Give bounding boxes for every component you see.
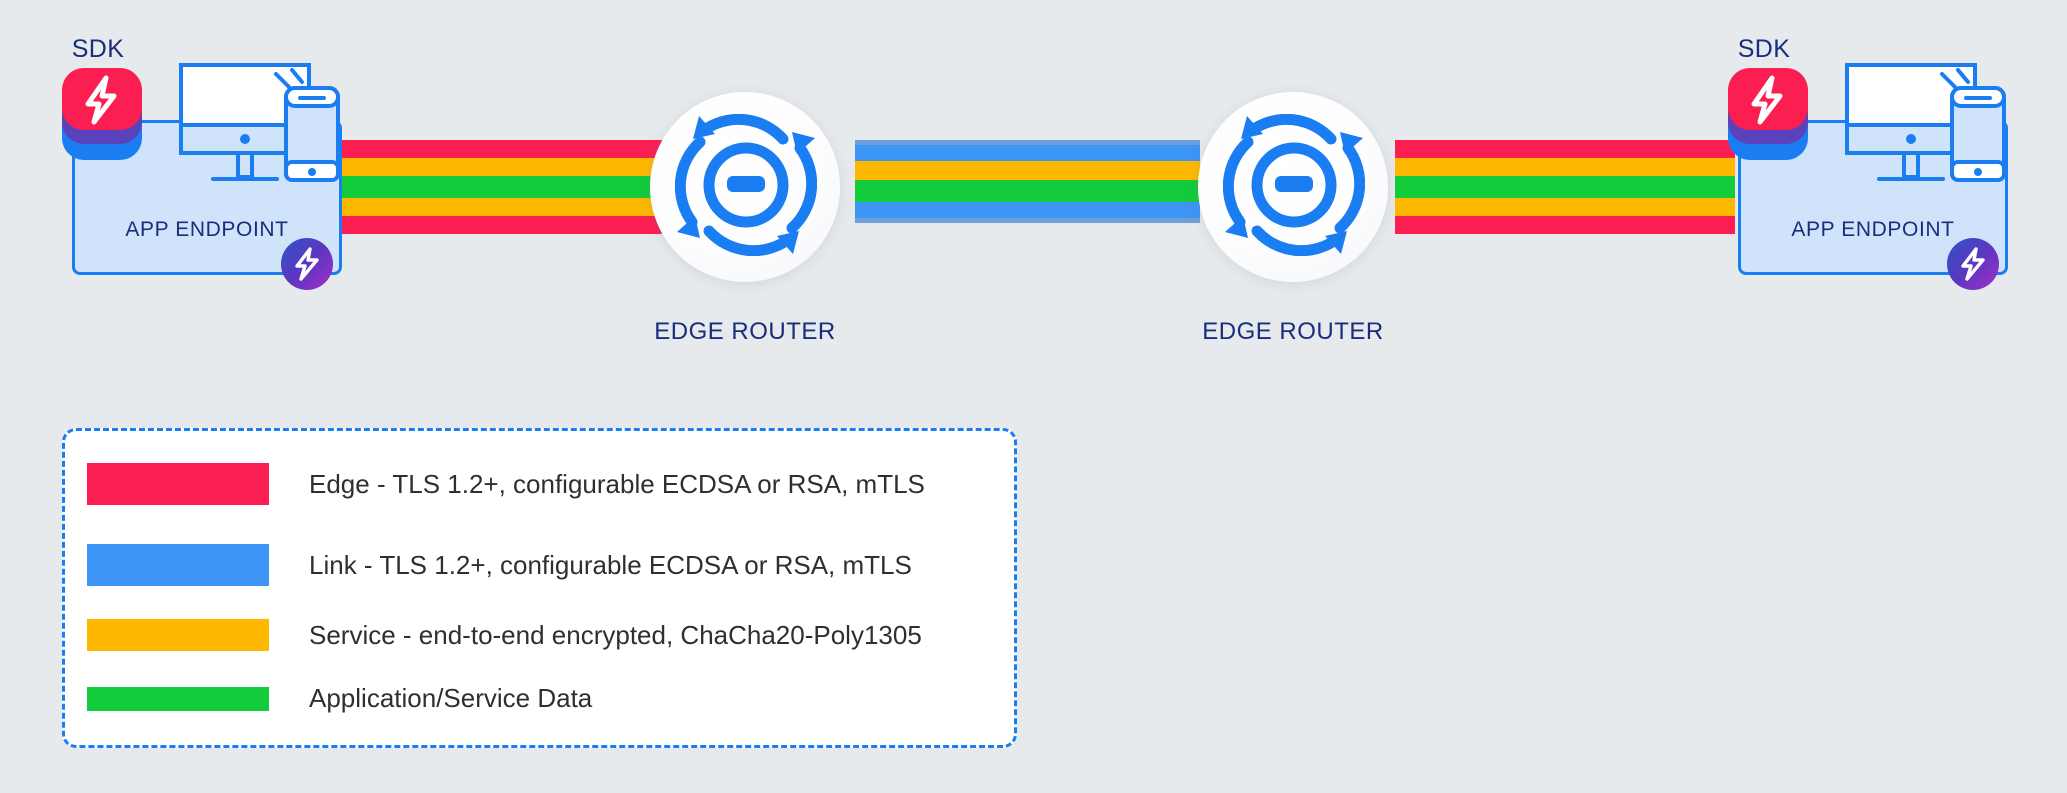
endpoint-label-right: APP ENDPOINT xyxy=(1791,218,1955,241)
device-illustration-left xyxy=(179,63,340,182)
cable-edge-top-left xyxy=(340,140,662,158)
legend-swatch-link xyxy=(87,544,269,586)
router-arrows-icon-2 xyxy=(1223,114,1365,256)
legend-swatch-service xyxy=(87,619,269,651)
legend-item-data: Application/Service Data xyxy=(87,683,592,714)
sdk-stack-icon-left xyxy=(62,68,142,160)
legend-swatch-data xyxy=(87,686,269,711)
cable-linkline-top-mid xyxy=(855,140,1200,145)
sdk-stack-icon-right xyxy=(1728,68,1808,160)
legend-label-edge: Edge - TLS 1.2+, configurable ECDSA or R… xyxy=(309,468,925,499)
cable-link-top-mid xyxy=(855,145,1200,161)
router-label-2: EDGE ROUTER xyxy=(1202,318,1384,345)
legend-item-link: Link - TLS 1.2+, configurable ECDSA or R… xyxy=(87,544,912,586)
router-label-1: EDGE ROUTER xyxy=(654,318,836,345)
cable-service-bottom-right xyxy=(1395,198,1735,216)
device-illustration-right xyxy=(1845,63,2006,182)
sdk-badge-left xyxy=(281,238,333,290)
legend-item-edge: Edge - TLS 1.2+, configurable ECDSA or R… xyxy=(87,463,925,505)
legend-label-link: Link - TLS 1.2+, configurable ECDSA or R… xyxy=(309,549,912,580)
cable-service-top-mid xyxy=(855,161,1200,180)
cable-edge-top-right xyxy=(1395,140,1735,158)
cable-edge-bottom-right xyxy=(1395,216,1735,234)
legend-panel: Edge - TLS 1.2+, configurable ECDSA or R… xyxy=(62,428,1017,748)
router-arrows-icon-1 xyxy=(675,114,817,256)
sdk-badge-right xyxy=(1947,238,1999,290)
cable-service-top-left xyxy=(340,158,662,176)
cable-data-left xyxy=(340,176,662,198)
legend-swatch-edge xyxy=(87,463,269,505)
cable-service-top-right xyxy=(1395,158,1735,176)
cable-edge-bottom-left xyxy=(340,216,662,234)
legend-label-service: Service - end-to-end encrypted, ChaCha20… xyxy=(309,619,922,650)
legend-label-data: Application/Service Data xyxy=(309,683,593,713)
cable-data-mid xyxy=(855,180,1200,202)
sdk-label-right: SDK xyxy=(1737,35,1791,63)
cable-link-bottom-mid xyxy=(855,202,1200,218)
cable-data-right xyxy=(1395,176,1735,198)
sdk-label-left: SDK xyxy=(71,35,125,63)
endpoint-label-left: APP ENDPOINT xyxy=(125,218,289,241)
legend-item-service: Service - end-to-end encrypted, ChaCha20… xyxy=(87,619,922,651)
cable-service-bottom-left xyxy=(340,198,662,216)
cable-linkline-bottom-mid xyxy=(855,218,1200,223)
